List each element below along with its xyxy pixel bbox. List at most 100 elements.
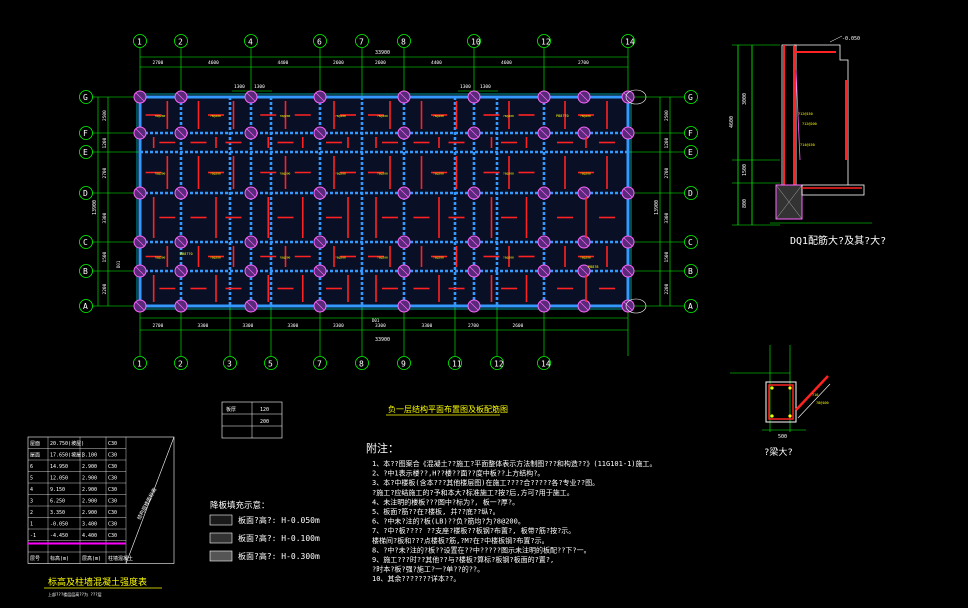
column-hatch bbox=[579, 266, 589, 276]
slab-thickness-table: 板厚 120 200 bbox=[221, 401, 283, 439]
column-hatch bbox=[176, 237, 186, 247]
column-hatch bbox=[469, 128, 479, 138]
column-hatch bbox=[469, 188, 479, 198]
wall-detail-title: DQ1配筋大?及其?大? bbox=[790, 234, 886, 247]
beam-haunch-line bbox=[797, 383, 831, 419]
column-hatch bbox=[539, 301, 549, 311]
rebar-spec-label: ?8@200 bbox=[433, 114, 444, 118]
wall-dist-bars bbox=[795, 69, 801, 161]
axis-bubble-top bbox=[621, 34, 635, 48]
legend-swatch-2 bbox=[209, 532, 233, 544]
rebar-spec-label: ?8@200 bbox=[335, 114, 346, 118]
dim-top: 4400 bbox=[431, 60, 442, 66]
dim-top: 4600 bbox=[501, 60, 512, 66]
axis-bubble-left bbox=[79, 145, 93, 159]
axis-bubble-left bbox=[79, 90, 93, 104]
level-table-cell: 屋面 bbox=[30, 453, 40, 459]
column-hatch bbox=[135, 237, 145, 247]
dim-left: 3300 bbox=[102, 212, 108, 223]
note-line: 2、?中1表示楼??,H??楼??面??度中板??上方结构?。 bbox=[372, 469, 544, 478]
legend-swatch-3 bbox=[209, 550, 233, 562]
wall-section-detail[interactable]: 4600 3000 1500 800 -0.050 ?12@150 ?12@20… bbox=[729, 35, 886, 247]
dim-total-top: 33900 bbox=[375, 50, 390, 56]
column-hatch bbox=[246, 92, 256, 102]
column-hatch bbox=[539, 128, 549, 138]
wall-rebar-note: ?14@150 bbox=[800, 143, 815, 147]
axis-label-right: D bbox=[688, 189, 693, 198]
dim-bottom: 3300 bbox=[422, 323, 433, 329]
axis-label-bottom: 14 bbox=[541, 360, 551, 369]
legend-swatch-1 bbox=[209, 514, 233, 526]
legend-item-3: 板面?高?: H-0.300m bbox=[238, 551, 320, 561]
dim-right: 1200 bbox=[664, 137, 670, 148]
rebar-spec-label: ?8@200 bbox=[335, 172, 346, 176]
dim-bottom: 3300 bbox=[243, 323, 254, 329]
axis-bubble-right bbox=[684, 90, 698, 104]
rebar-spec-label: ?8@200 bbox=[155, 114, 166, 118]
notes-title: 附注： bbox=[366, 441, 399, 455]
level-table-cell: 4.400 bbox=[82, 533, 97, 539]
axis-label-bottom: 12 bbox=[494, 360, 504, 369]
beam-section-detail[interactable]: 500 ?16 ?8@100 ?梁大? bbox=[730, 345, 831, 458]
wall-tag: D01 bbox=[116, 260, 121, 268]
axis-bubble-left bbox=[79, 235, 93, 249]
dim-bottom: 3300 bbox=[288, 323, 299, 329]
slab-table-header-value: 120 bbox=[260, 407, 269, 413]
axis-label-right: A bbox=[688, 302, 693, 311]
level-table-cell: 2.900 bbox=[82, 487, 97, 493]
column-hatch bbox=[135, 188, 145, 198]
axis-label-left: F bbox=[83, 129, 88, 138]
dim-bottom: 3300 bbox=[333, 323, 344, 329]
wall-dim-total: 4600 bbox=[729, 116, 735, 128]
dim-top: 4400 bbox=[278, 60, 289, 66]
axis-label-top: 4 bbox=[248, 38, 253, 47]
axis-label-left: C bbox=[83, 238, 88, 247]
axis-label-right: C bbox=[688, 238, 693, 247]
slab-area bbox=[140, 97, 628, 306]
axis-bubble-bottom bbox=[133, 356, 147, 370]
level-table-cell: 3.400 bbox=[82, 522, 97, 528]
elev-leader bbox=[829, 35, 843, 43]
level-table-cell: C30 bbox=[108, 464, 117, 470]
axis-label-left: D bbox=[83, 189, 88, 198]
level-table-cell: 2.900 bbox=[82, 464, 97, 470]
wall-rebar-note: ?12@200 bbox=[802, 122, 817, 126]
corner-detail-mark bbox=[625, 298, 647, 314]
level-table-title: 标高及柱墙混凝土强度表 bbox=[48, 576, 147, 588]
axis-label-right: G bbox=[688, 93, 693, 102]
rebar-spec-label: ?8@200 bbox=[335, 256, 346, 260]
column-hatch bbox=[176, 128, 186, 138]
axis-label-top: 6 bbox=[317, 38, 322, 47]
general-notes: 附注： 1、本??图案合《混凝土??施工?平面整体表示方法制图???和构造??》… bbox=[366, 441, 657, 583]
rebar-spec-label: ?8@200 bbox=[210, 256, 221, 260]
note-line: 4、未注明的楼板???图中?标为?, 板一?厚?。 bbox=[372, 497, 519, 506]
note-line: 10、其余???????详本??。 bbox=[372, 574, 460, 583]
perimeter-beam[interactable] bbox=[138, 95, 630, 308]
level-table-subtitle: 上部???楼层层高??为 ???层 bbox=[48, 591, 102, 597]
column-hatch bbox=[539, 92, 549, 102]
column-hatch bbox=[539, 266, 549, 276]
slab-tag: PB8?8 bbox=[588, 265, 599, 269]
axis-bubble-right bbox=[684, 126, 698, 140]
level-table-cell: C30 bbox=[108, 441, 117, 447]
rebar-spec-label: ?8@200 bbox=[155, 172, 166, 176]
axis-bubble-right bbox=[684, 264, 698, 278]
level-table-cell: C30 bbox=[108, 533, 117, 539]
rebar-spec-label: ?8@200 bbox=[503, 256, 514, 260]
wall-tag: D01 bbox=[372, 318, 380, 323]
level-table-cell: 2.900 bbox=[82, 476, 97, 482]
axis-bubble-bottom bbox=[223, 356, 237, 370]
column-hatch bbox=[176, 266, 186, 276]
dim-right: 1500 bbox=[664, 251, 670, 262]
axis-bubble-left bbox=[79, 299, 93, 313]
note-line: ?时本?板?强?施工?一?单??的??。 bbox=[372, 565, 484, 574]
beam-dim: 500 bbox=[778, 434, 787, 440]
beam-rebar-dot bbox=[788, 414, 792, 418]
axis-label-top: 2 bbox=[178, 38, 183, 47]
column-hatch bbox=[315, 301, 325, 311]
wall-dim-3: 800 bbox=[742, 199, 748, 208]
level-table-footer-cell: 柱墙混凝土 bbox=[108, 555, 133, 562]
column-hatch bbox=[539, 188, 549, 198]
